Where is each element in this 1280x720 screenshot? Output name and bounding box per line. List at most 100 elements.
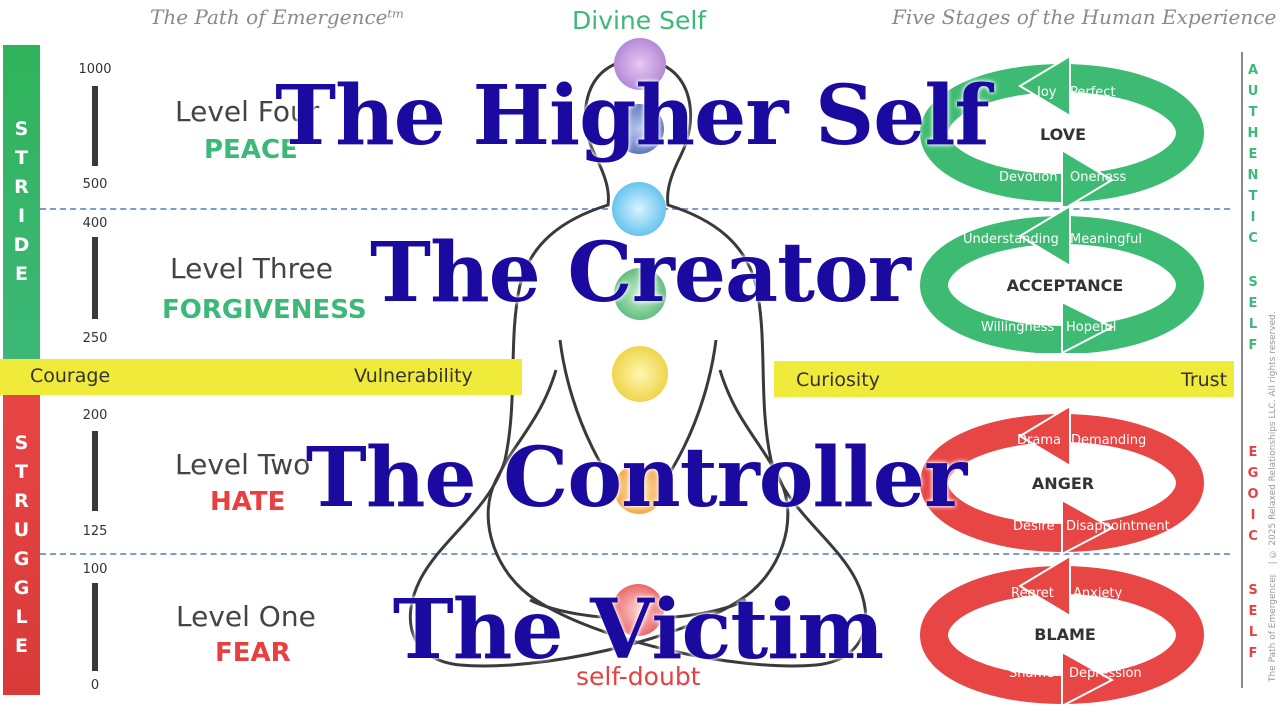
letter: L — [1248, 625, 1258, 640]
letter: T — [15, 461, 28, 483]
letter: E — [1248, 445, 1258, 460]
scale-bottom: 500 — [82, 177, 108, 192]
cycle-bl: Willingness — [981, 320, 1055, 335]
cycle-bl: Shame — [1009, 666, 1054, 681]
scale-bottom: 0 — [90, 678, 100, 693]
letter: R — [14, 176, 29, 198]
header-left-title: The Path of Emergenceᵗᵐ — [150, 5, 405, 29]
cycle-br: Disappointment — [1066, 519, 1170, 534]
letter: E — [15, 263, 28, 285]
letter: A — [1247, 63, 1259, 78]
throat-chakra-icon — [612, 182, 666, 236]
letter: G — [13, 548, 30, 570]
trust-label: Trust — [1181, 369, 1228, 391]
scale-bar — [92, 583, 98, 671]
letter: G — [1247, 466, 1259, 481]
letter: S — [14, 118, 29, 140]
header-right-title: Five Stages of the Human Experience — [892, 5, 1277, 29]
letter: T — [1248, 105, 1258, 120]
letter: F — [1248, 338, 1258, 353]
letter: L — [15, 606, 28, 628]
letter: N — [1247, 168, 1259, 183]
cycle-tr: Meaningful — [1070, 232, 1142, 247]
cycle-center: ACCEPTANCE — [1007, 276, 1124, 295]
cycle-anger: Drama Demanding ANGER Desire Disappointm… — [920, 404, 1204, 554]
cycle-acceptance: Understanding Meaningful ACCEPTANCE Will… — [920, 204, 1204, 353]
cycle-tl: Drama — [1017, 433, 1061, 448]
letter: H — [1247, 126, 1259, 141]
overlay-title-creator: The Creator — [370, 225, 911, 321]
cycle-center: BLAME — [1034, 625, 1096, 644]
letter: R — [14, 490, 29, 512]
level-name: Level Two — [175, 448, 311, 481]
letter: O — [1247, 487, 1259, 502]
scale-top: 400 — [82, 216, 108, 231]
level-emotion: HATE — [210, 487, 286, 517]
cycle-blame: Regret Anxiety BLAME Shame Depression — [920, 556, 1204, 706]
solar-plexus-chakra-icon — [612, 346, 668, 402]
cycle-tl: Joy — [1036, 85, 1057, 100]
letter: I — [17, 205, 26, 227]
cycle-bl: Desire — [1013, 519, 1054, 534]
level-name: Level Three — [170, 252, 334, 285]
level-name: Level Four — [175, 95, 320, 128]
cycle-tl: Regret — [1011, 586, 1054, 601]
letter: T — [15, 147, 28, 169]
letter: I — [1250, 210, 1256, 225]
scale-bottom: 250 — [82, 331, 108, 346]
letter: G — [13, 577, 30, 599]
level-emotion: PEACE — [204, 135, 298, 165]
letter: T — [1248, 189, 1258, 204]
letter: S — [14, 432, 29, 454]
letter: E — [1248, 604, 1258, 619]
cycle-tl: Understanding — [963, 232, 1059, 247]
level-name: Level One — [176, 600, 316, 633]
scale-top: 1000 — [78, 62, 112, 77]
letter: E — [1248, 147, 1258, 162]
right-band: Curiosity Trust — [774, 361, 1234, 397]
right-divider — [1241, 52, 1243, 688]
overlay-title-victim: The Victim — [392, 582, 884, 678]
letter: C — [1248, 231, 1258, 246]
cycle-br: Depression — [1069, 666, 1142, 681]
level-emotion: FEAR — [215, 638, 291, 668]
letter: U — [1247, 84, 1259, 99]
third-eye-chakra-icon — [614, 104, 664, 154]
scale-top: 200 — [82, 408, 108, 423]
heart-chakra-icon — [614, 268, 666, 320]
curiosity-label: Curiosity — [796, 369, 880, 391]
left-band: Courage Vulnerability — [0, 359, 522, 395]
scale-top: 100 — [82, 562, 108, 577]
scale-bottom: 125 — [82, 524, 108, 539]
overlay-title-higher-self: The Higher Self — [275, 68, 990, 164]
letter: C — [1248, 529, 1258, 544]
letter: U — [13, 519, 30, 541]
cycle-br: Hopeful — [1066, 320, 1116, 335]
courage-label: Courage — [30, 365, 111, 387]
overlay-title-controller: The Controller — [305, 430, 967, 526]
letter: E — [1248, 296, 1258, 311]
level-emotion: FORGIVENESS — [162, 295, 367, 325]
letter: L — [1248, 317, 1258, 332]
sacral-chakra-icon — [614, 464, 664, 514]
letter: S — [1248, 583, 1258, 598]
cycle-love: Joy Perfect LOVE Devotion Oneness — [920, 56, 1204, 206]
scale-bar — [92, 86, 98, 166]
scale-bar — [92, 237, 98, 319]
root-chakra-icon — [612, 584, 664, 636]
cycle-center: LOVE — [1040, 125, 1086, 144]
cycle-tr: Perfect — [1070, 85, 1116, 100]
letter: F — [1248, 646, 1258, 661]
self-doubt-label: self-doubt — [576, 662, 701, 691]
vulnerability-label: Vulnerability — [354, 365, 473, 387]
cycle-bl: Devotion — [999, 170, 1058, 185]
crown-chakra-icon — [614, 38, 666, 90]
scale-bar — [92, 431, 98, 511]
letter: S — [1248, 275, 1258, 290]
